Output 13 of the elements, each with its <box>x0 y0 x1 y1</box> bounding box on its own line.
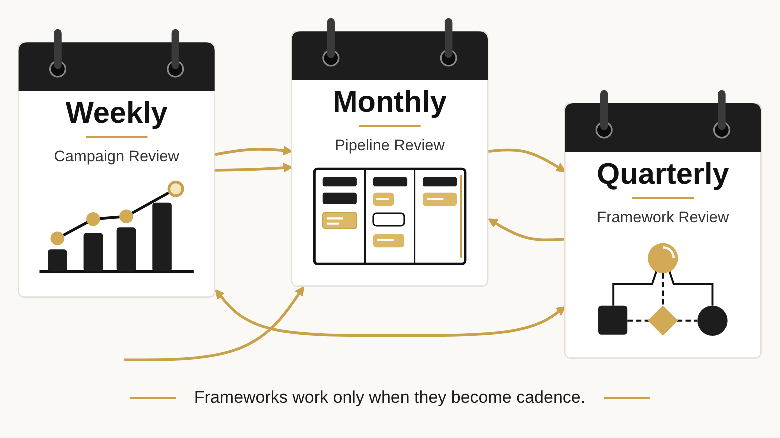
arrow <box>124 286 305 362</box>
card-subtitle: Pipeline Review <box>335 136 445 154</box>
arrow <box>488 148 566 172</box>
arrow <box>215 163 293 173</box>
arrow <box>215 146 293 156</box>
arrow <box>215 290 566 338</box>
card-heading: Weekly <box>66 96 168 130</box>
card-subtitle: Framework Review <box>597 208 730 226</box>
card-heading: Monthly <box>333 86 447 119</box>
card-heading: Quarterly <box>597 158 730 191</box>
arrow <box>488 218 566 242</box>
caption: Frameworks work only when they become cadence. <box>194 388 586 408</box>
card-subtitle: Campaign Review <box>54 148 180 166</box>
